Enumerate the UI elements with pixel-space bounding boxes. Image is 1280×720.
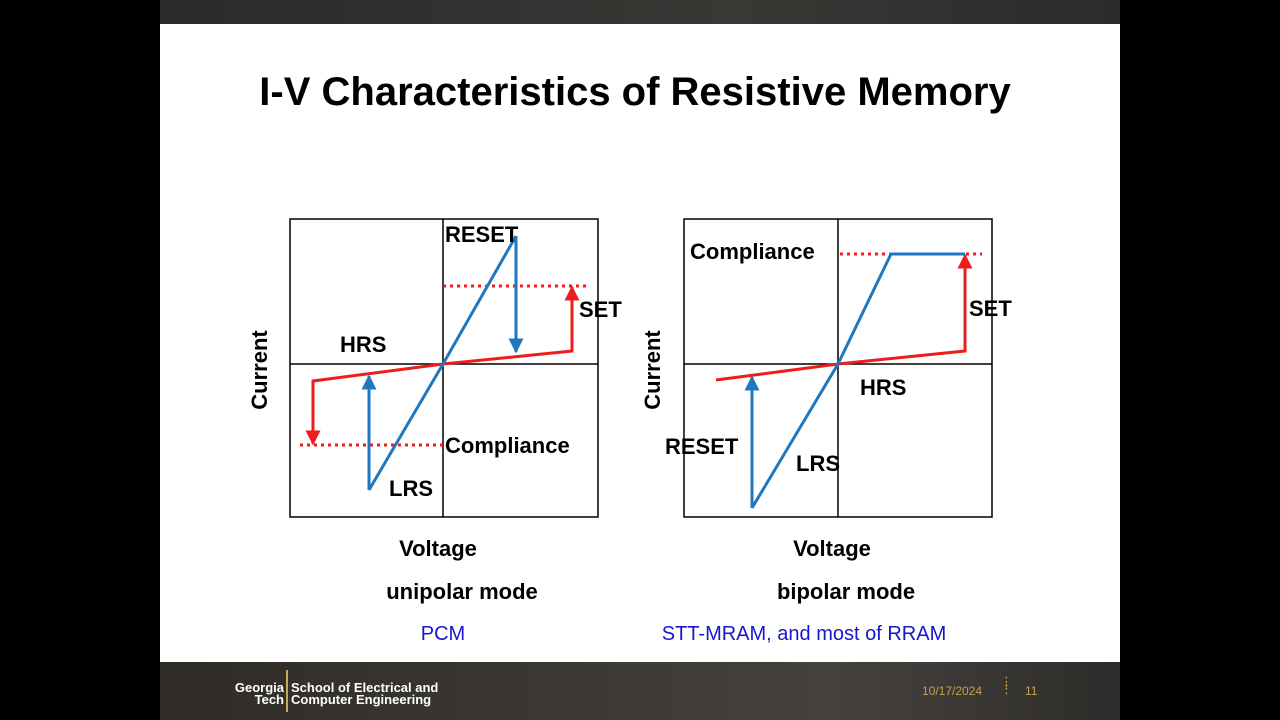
logo-line-tech: Tech: [254, 692, 284, 707]
unipolar-set-label: SET: [579, 297, 622, 322]
slide: I-V Characteristics of Resistive Memory: [160, 0, 1120, 720]
unipolar-x-axis-label: Voltage: [399, 536, 477, 561]
school-name: School of Electrical and Computer Engine…: [291, 680, 491, 707]
slide-number: 11: [1025, 684, 1038, 698]
georgia-tech-logo: Georgia Tech: [220, 680, 284, 707]
unipolar-hrs-label: HRS: [340, 332, 386, 357]
bipolar-panel: Compliance SET HRS RESET LRS Current Vol…: [640, 218, 1012, 645]
bipolar-hrs-curve: [715, 264, 967, 382]
unipolar-technology-caption: PCM: [421, 623, 465, 645]
bipolar-technology-caption: STT-MRAM, and most of RRAM: [662, 623, 947, 645]
unipolar-compliance-label: Compliance: [445, 433, 570, 458]
logo-divider: [286, 670, 288, 712]
logo-line-georgia: Georgia: [234, 680, 284, 695]
unipolar-hrs-curve-positive: [442, 296, 574, 366]
top-bar: [160, 0, 1120, 24]
slide-date: 10/17/2024: [922, 684, 983, 698]
school-line-1: School of Electrical and: [291, 680, 439, 695]
unipolar-lrs-curve: [367, 235, 518, 491]
bipolar-lrs-label: LRS: [796, 451, 840, 476]
bipolar-set-label: SET: [969, 296, 1012, 321]
bipolar-y-axis-label: Current: [640, 330, 665, 410]
slide-title: I-V Characteristics of Resistive Memory: [259, 70, 1011, 114]
iv-diagrams: RESET SET HRS Compliance LRS Current Vol…: [247, 218, 1012, 645]
school-line-2: Computer Engineering: [291, 692, 432, 707]
vertical-dots-icon: ⋮⋮: [1000, 674, 1013, 696]
bipolar-compliance-label: Compliance: [690, 239, 815, 264]
unipolar-mode-label: unipolar mode: [386, 579, 538, 604]
bipolar-lrs-curve: [750, 252, 965, 509]
unipolar-reset-label: RESET: [445, 222, 519, 247]
unipolar-y-axis-label: Current: [247, 330, 272, 410]
bipolar-x-axis-label: Voltage: [793, 536, 871, 561]
unipolar-frame: [289, 218, 599, 518]
bipolar-reset-label: RESET: [665, 434, 739, 459]
unipolar-panel: RESET SET HRS Compliance LRS Current Vol…: [247, 218, 622, 645]
slide-footer: Georgia Tech School of Electrical and Co…: [160, 662, 1120, 720]
bipolar-mode-label: bipolar mode: [777, 579, 915, 604]
bipolar-hrs-label: HRS: [860, 375, 906, 400]
unipolar-hrs-curve-negative: [311, 362, 444, 436]
unipolar-lrs-label: LRS: [389, 476, 433, 501]
